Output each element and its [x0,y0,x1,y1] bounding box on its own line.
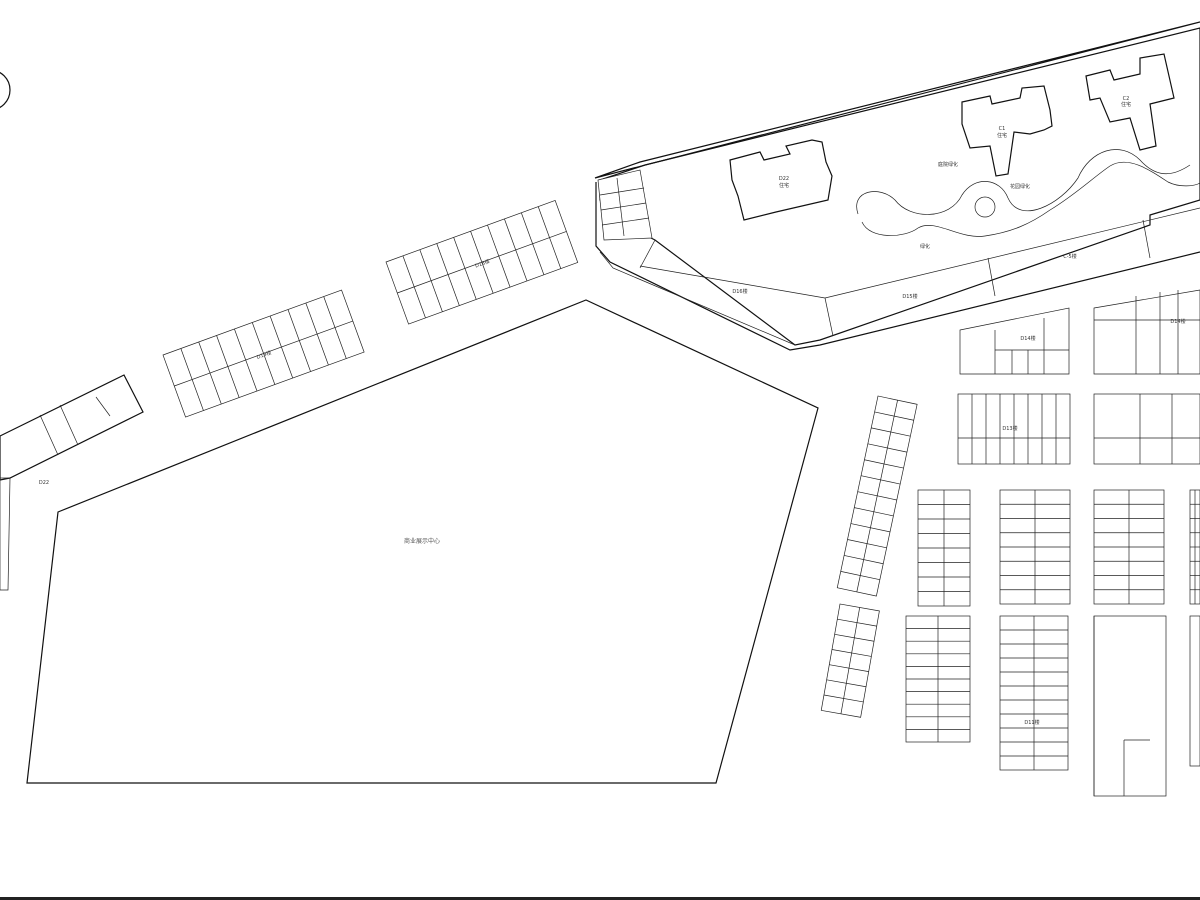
svg-text:D14楼: D14楼 [1020,335,1035,342]
block-strip-b [820,603,880,718]
plan-line [419,249,443,312]
plan-line [198,341,222,405]
plan-line [323,296,347,359]
block-d16-stair [597,169,653,241]
plan-line [831,649,872,657]
plan-line [180,348,204,411]
plan-line [251,322,276,385]
drawing-frame-bottom [0,897,1200,900]
plan-line [216,335,240,398]
block-d13: D13楼 [957,393,1071,465]
plan-block [1189,615,1200,767]
exhibition-center-label: 商业展示中心 [404,537,440,545]
plan-line [847,539,887,549]
building-d22: D22 住宅 [729,139,833,221]
plan-line [829,664,869,672]
exhibition-center-outline [26,299,819,784]
svg-text:D15楼: D15楼 [902,293,917,300]
plan-line [850,523,891,533]
svg-text:D22: D22 [779,176,789,182]
compass-circle [0,71,11,109]
svg-text:D16楼: D16楼 [732,288,747,295]
plan-line [287,309,311,372]
plan-line [402,255,426,318]
plan-line [537,206,562,269]
building-c1: C1 住宅 [961,85,1053,177]
plan-line [823,694,864,703]
plan-line [269,315,294,379]
plan-line [854,507,894,517]
plan-line [840,571,880,581]
plan-line [837,618,877,627]
block-strip-a [836,395,918,597]
plan-line [874,411,914,421]
svg-text:绿化: 绿化 [920,243,930,250]
block-d14-right: D14楼 [1093,289,1200,375]
plan-line [470,231,494,294]
plan-line [234,328,258,392]
plan-line [867,443,908,453]
svg-text:住宅: 住宅 [779,182,789,189]
svg-text:D13楼: D13楼 [1002,425,1017,432]
block-d13-right [1093,393,1200,465]
svg-text:住宅: 住宅 [997,132,1007,139]
garden-path [856,149,1200,237]
svg-text:C-5楼: C-5楼 [1063,253,1076,260]
plan-block [1093,615,1167,797]
svg-text:C1: C1 [999,126,1006,132]
residential-compound: D16楼 D15楼 C-5楼 绿化 庭院绿化 花园绿化 [594,21,1200,351]
svg-text:花园绿化: 花园绿化 [1010,183,1030,190]
plan-line [844,555,884,565]
block-d20: D22 [0,374,144,591]
svg-text:D11楼: D11楼 [1024,719,1039,726]
plan-line [826,679,867,688]
block-d14: D14楼 [959,307,1070,375]
svg-text:庭院绿化: 庭院绿化 [938,161,958,168]
building-c2: C2 住宅 [1085,53,1175,151]
plan-line [871,427,911,437]
plan-line [860,475,901,485]
svg-text:D14楼: D14楼 [1170,318,1185,325]
plan-line [305,302,329,366]
svg-text:C2: C2 [1123,96,1130,102]
svg-text:住宅: 住宅 [1121,101,1131,108]
plan-line [840,607,861,714]
plan-line [504,218,528,282]
plan-line [436,243,460,306]
plan-line [520,212,545,275]
block-d18: D18楼 [385,199,579,325]
block-d19: D19楼 [162,289,365,418]
plan-line [453,237,477,300]
svg-text:D19楼: D19楼 [256,349,273,361]
svg-text:D22: D22 [39,480,49,486]
plan-line [864,459,904,469]
plan-line [834,633,875,642]
plan-line [487,224,511,288]
plan-line [857,491,897,501]
svg-text:D18楼: D18楼 [474,258,491,270]
